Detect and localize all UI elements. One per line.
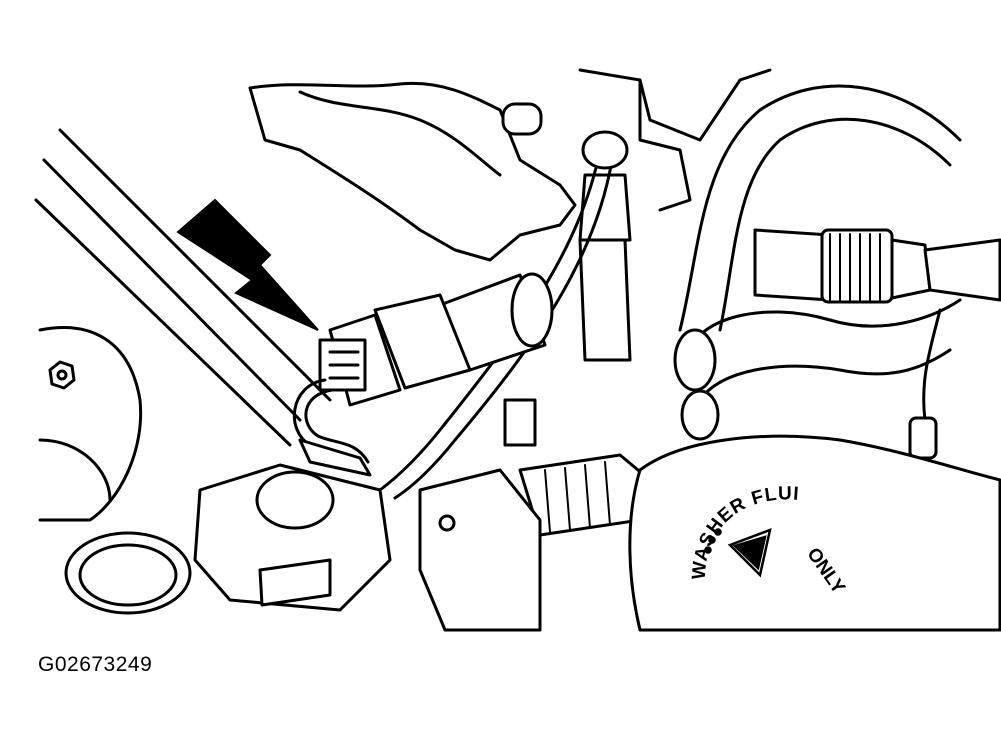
harness-wraps	[544, 461, 611, 533]
threaded-hose	[753, 228, 832, 302]
figure-id: G02673249	[38, 653, 153, 676]
fitting-body	[578, 238, 632, 362]
strut-tower-inner	[38, 438, 112, 502]
fitting-cap	[578, 173, 632, 242]
engine-cover-contour	[298, 90, 502, 177]
ground-wire	[922, 308, 942, 422]
sensor-end	[510, 272, 554, 348]
relay-screw	[438, 514, 456, 532]
strut-tower	[38, 326, 143, 522]
vacuum-tube-b	[393, 158, 614, 500]
filler-ring-inner	[78, 543, 178, 607]
coil-cap	[255, 470, 335, 530]
frame-rail-inner	[34, 198, 292, 447]
threaded-clamp	[820, 228, 894, 304]
lower-hose-inner	[698, 348, 952, 402]
washer-reservoir	[628, 434, 1001, 632]
bracket-slot	[501, 102, 543, 136]
coil-base	[193, 463, 392, 612]
vacuum-tube-a	[378, 148, 602, 492]
relay-block	[418, 468, 542, 632]
frame-rail-edge	[58, 128, 332, 402]
clamp-threads	[829, 233, 881, 301]
sensor-wire-b	[304, 388, 370, 464]
upper-bracket-2	[638, 78, 692, 212]
hose-right-end	[923, 238, 1001, 302]
hose-end-ring-2	[680, 389, 720, 441]
upper-hose-outer	[678, 84, 962, 332]
connector-pin-block	[318, 338, 367, 392]
connector-housing	[373, 293, 472, 390]
engine-cover	[248, 81, 577, 262]
coil-side	[258, 558, 332, 607]
relay-tab	[503, 398, 537, 447]
hose-end-ring	[673, 328, 717, 392]
windshield-washer-icon	[704, 528, 772, 578]
hex-bolt-center	[56, 369, 68, 381]
lower-hose-outer	[688, 298, 962, 352]
ground-terminal	[908, 416, 938, 460]
wire-loom	[298, 438, 372, 477]
tube-top-grommet	[581, 130, 629, 170]
upper-hose-inner	[718, 117, 952, 332]
arrow-icon	[176, 198, 319, 331]
frame-rail	[42, 158, 302, 422]
